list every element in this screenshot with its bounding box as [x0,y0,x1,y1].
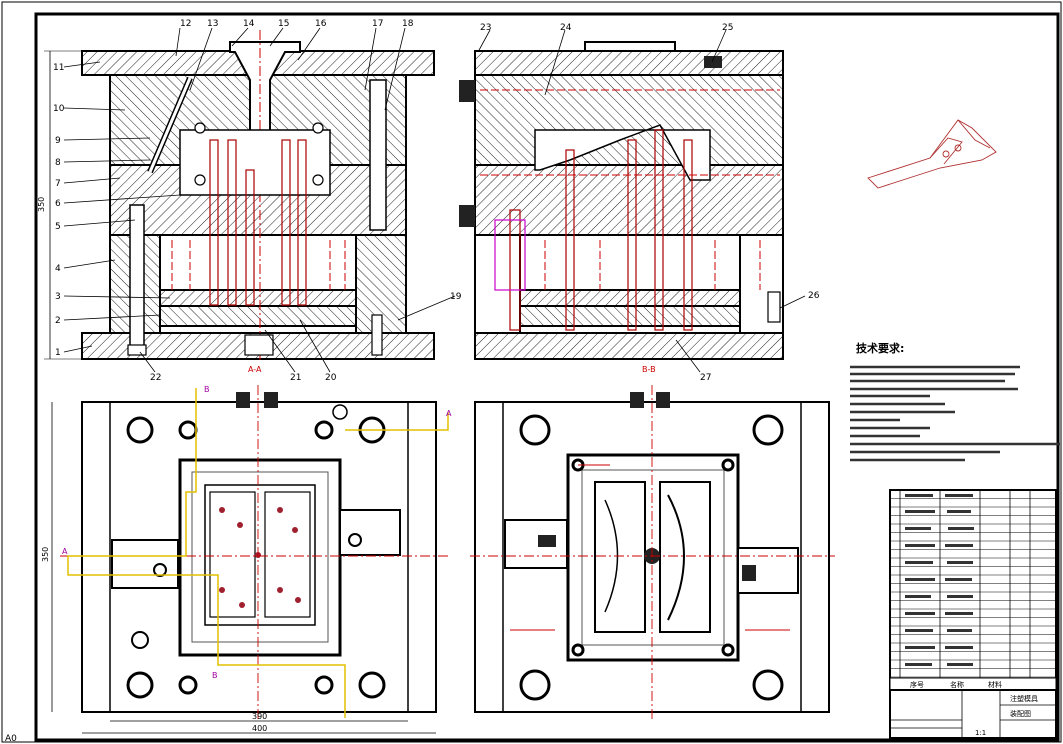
tech-requirements-title: 技术要求: [856,341,904,355]
front-section-view: 350 A-A [37,27,456,374]
inner-border [34,12,1060,742]
callout-9: 9 [55,136,61,146]
callout-15: 15 [278,19,289,29]
callout-5: 5 [55,222,61,232]
bom-header-material: 材料 [988,680,1002,689]
side-locating-ring [584,41,676,52]
part-isometric-sketch [867,119,997,189]
drawing-scale: 1:1 [975,729,986,737]
drawing-title: 注塑模具 [1010,694,1038,703]
callout-19: 19 [450,292,462,302]
cut-mark-a-left: A [62,547,68,556]
side-section-view: B-B [459,29,806,374]
callout-11: 11 [53,63,64,73]
bill-of-materials: 序号 名称 材料 [889,489,1057,691]
sheet-size-mark: A0 [5,734,17,744]
side-bottom-clamp-plate [474,332,784,360]
callout-14: 14 [243,19,255,29]
front-callouts: 1 2 3 4 5 6 7 8 9 10 11 12 13 14 15 16 1… [53,19,462,383]
ejector-plate [159,305,357,327]
bom-header-name: 名称 [950,680,964,689]
ejector-retainer-plate [159,289,357,307]
technical-requirements: 技术要求: [850,341,1060,462]
callout-1: 1 [55,348,61,358]
side-cavity-plate [474,74,784,166]
callout-16: 16 [315,19,327,29]
plan-view-moving-half [470,385,835,720]
cut-mark-b-top: B [204,385,210,394]
side-cavity-profile [534,124,711,181]
cut-mark-b-bottom: B [212,671,218,680]
guide-pin-right [369,79,387,231]
cut-mark-a-right: A [446,409,452,418]
title-block: 注塑模具 装配图 1:1 [889,689,1057,739]
plan-width-outer-dimension: 400 [252,724,267,733]
callout-3: 3 [55,292,61,302]
plan-view-fixed-half: B A B A 350 390 400 [41,385,452,734]
side-spacer-left [474,234,521,334]
callout-17: 17 [372,19,383,29]
callout-22: 22 [150,373,161,383]
callout-7: 7 [55,179,61,189]
cavity-insert [179,129,331,196]
side-ejector-retainer-plate [519,289,741,307]
drawing-number: 装配图 [1010,709,1031,718]
callout-18: 18 [402,19,414,29]
callout-12: 12 [180,19,191,29]
section-label-aa: A-A [248,365,262,374]
callout-24: 24 [560,23,572,33]
callout-10: 10 [53,104,65,114]
callout-6: 6 [55,199,61,209]
side-ejector-plate [519,305,741,327]
callout-13: 13 [207,19,218,29]
callout-8: 8 [55,158,61,168]
side-top-clamp-plate [474,50,784,76]
callout-25: 25 [722,23,733,33]
front-height-dimension: 350 [37,197,46,212]
callout-23: 23 [480,23,491,33]
side-callouts: 23 24 25 26 27 [480,23,820,383]
plan-height-dimension: 350 [41,547,50,562]
callout-21: 21 [290,373,301,383]
callout-26: 26 [808,291,820,301]
callout-20: 20 [325,373,337,383]
side-core-plate [474,164,784,236]
section-label-bb: B-B [642,365,656,374]
plan-width-inner-dimension: 390 [252,712,267,721]
callout-4: 4 [55,264,61,274]
bom-header-no: 序号 [910,680,924,689]
guide-pin-left [129,204,145,351]
callout-2: 2 [55,316,61,326]
callout-27: 27 [700,373,711,383]
